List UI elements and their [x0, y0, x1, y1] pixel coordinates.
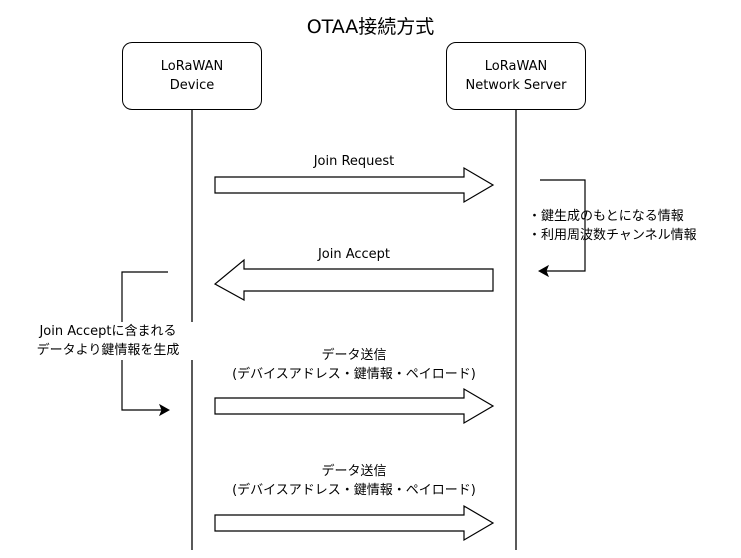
- data-send-label-2-line2: (デバイスアドレス・鍵情報・ペイロード): [232, 483, 476, 498]
- data-send-label-1: データ送信 (デバイスアドレス・鍵情報・ペイロード): [200, 346, 508, 384]
- join-request-label: Join Request: [313, 154, 395, 169]
- data-send-label-1-line1: データ送信: [321, 348, 387, 363]
- server-note-connector: [540, 179, 586, 272]
- diagram-title: OTAA接続方式: [306, 16, 435, 38]
- participant-server-line2: Network Server: [465, 78, 567, 93]
- data-send-arrow-2: [214, 504, 495, 542]
- server-note-arrowhead: [537, 264, 549, 278]
- participant-server-line1: LoRaWAN: [484, 59, 548, 74]
- device-note-line2: データより鍵情報を生成: [36, 343, 180, 358]
- data-send-arrow-1: [214, 387, 495, 425]
- device-note-arrowhead: [159, 403, 171, 417]
- device-note-line1: Join Acceptに含まれる: [39, 324, 177, 339]
- participant-server: LoRaWAN Network Server: [446, 42, 586, 110]
- participant-device-line1: LoRaWAN: [160, 59, 224, 74]
- join-accept-label: Join Accept: [317, 247, 391, 262]
- server-note: ・鍵生成のもとになる情報 ・利用周波数チャンネル情報: [528, 207, 697, 245]
- participant-device-line2: Device: [169, 78, 215, 93]
- device-note: Join Acceptに含まれる データより鍵情報を生成: [18, 322, 198, 360]
- join-accept-arrow: [213, 258, 494, 302]
- data-send-label-2-line1: データ送信: [321, 464, 387, 479]
- join-request-arrow: [214, 166, 495, 204]
- data-send-label-1-line2: (デバイスアドレス・鍵情報・ペイロード): [232, 367, 476, 382]
- server-note-line2: ・利用周波数チャンネル情報: [528, 228, 697, 243]
- data-send-label-2: データ送信 (デバイスアドレス・鍵情報・ペイロード): [200, 462, 508, 500]
- participant-device: LoRaWAN Device: [122, 42, 262, 110]
- server-note-line1: ・鍵生成のもとになる情報: [528, 209, 684, 224]
